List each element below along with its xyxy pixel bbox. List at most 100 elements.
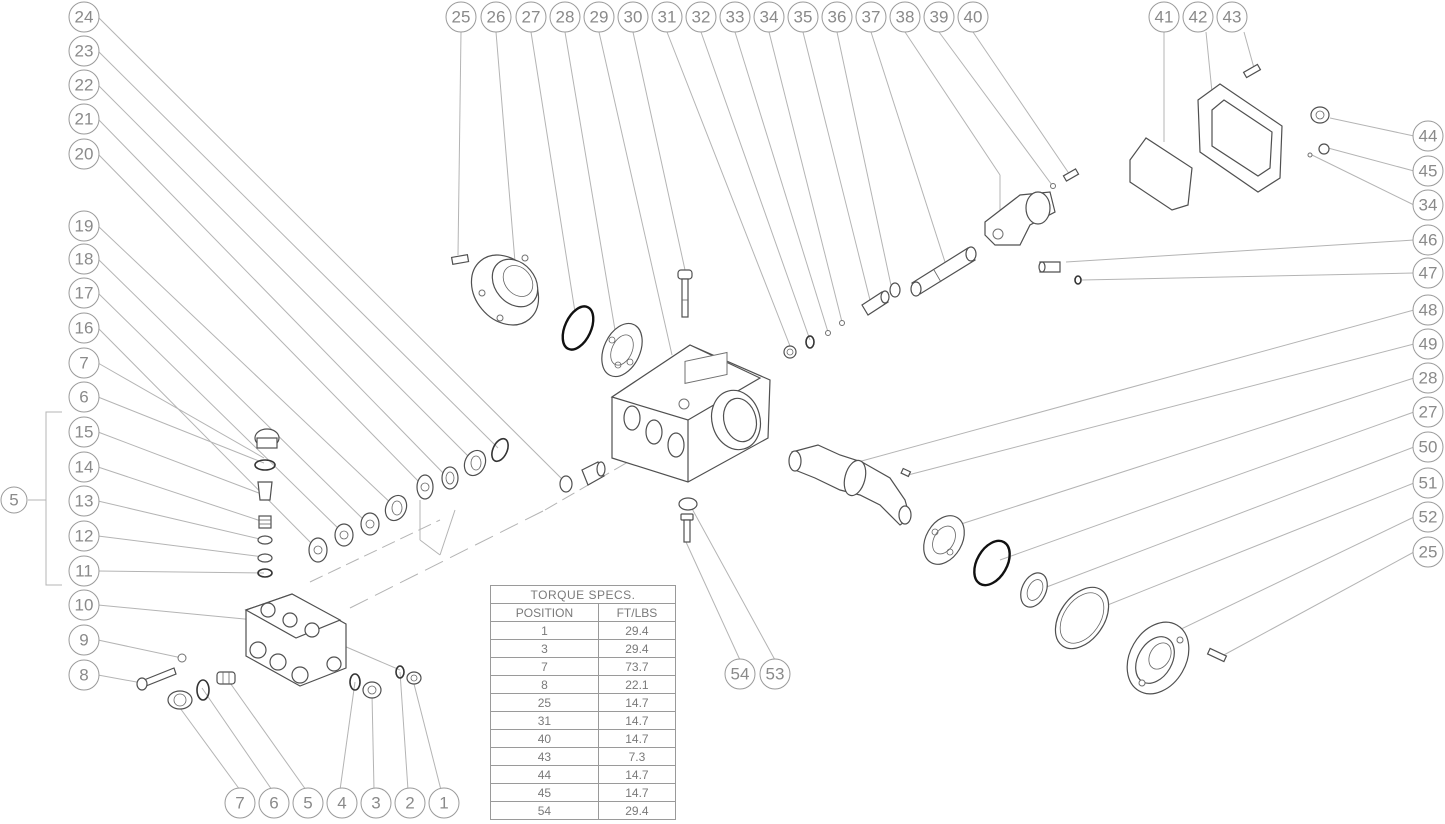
o-ring-4: [349, 673, 361, 691]
cell-position: 31: [490, 711, 599, 730]
svg-text:7: 7: [79, 354, 88, 373]
o-ring-2: [395, 665, 405, 679]
washer-9: [177, 653, 187, 663]
callout-39: 39: [923, 1, 955, 33]
callout-54: 54: [724, 658, 756, 690]
bolt-43: [1242, 63, 1262, 79]
callout-4: 4: [326, 787, 358, 819]
bolt-8: [136, 667, 177, 691]
washer-33: [825, 330, 831, 336]
svg-text:24: 24: [75, 8, 94, 27]
callout-25-right: 25: [1412, 536, 1444, 568]
svg-text:30: 30: [624, 8, 643, 27]
plug-3: [362, 681, 382, 699]
cell-value: 29.4: [597, 621, 677, 640]
svg-text:31: 31: [658, 8, 677, 27]
callout-43: 43: [1216, 1, 1248, 33]
washer-34b: [1307, 152, 1313, 158]
cell-position: 54: [490, 801, 599, 820]
svg-text:41: 41: [1155, 8, 1174, 27]
callout-18: 18: [68, 243, 100, 275]
svg-text:17: 17: [75, 284, 94, 303]
svg-text:42: 42: [1189, 8, 1208, 27]
svg-text:20: 20: [75, 145, 94, 164]
callout-6-left: 6: [68, 381, 100, 413]
callout-40: 40: [957, 1, 989, 33]
ring-32: [805, 335, 815, 349]
callout-35: 35: [787, 1, 819, 33]
svg-text:40: 40: [964, 8, 983, 27]
svg-text:47: 47: [1419, 264, 1438, 283]
svg-text:7: 7: [235, 794, 244, 813]
valve-cage-15: [257, 481, 273, 501]
svg-text:29: 29: [590, 8, 609, 27]
callout-20: 20: [68, 138, 100, 170]
valve-13: [257, 535, 273, 545]
callout-13: 13: [68, 485, 100, 517]
gasket-41: [1129, 137, 1193, 211]
callout-49: 49: [1412, 328, 1444, 360]
callouts-top-right: 41 42 43: [1148, 1, 1248, 33]
o-ring-6-bottom: [196, 679, 210, 701]
bolt-25-right: [1206, 647, 1228, 663]
callouts-top-row: 25 26 27 28 29 30 31 32 33 34 35 36 37 3…: [445, 1, 989, 33]
svg-text:9: 9: [79, 631, 88, 650]
cell-position: 8: [490, 675, 599, 694]
callout-28-right: 28: [1412, 362, 1444, 394]
svg-text:4: 4: [337, 794, 346, 813]
callout-3: 3: [360, 787, 392, 819]
svg-text:26: 26: [487, 8, 506, 27]
svg-text:5: 5: [303, 794, 312, 813]
sleeve-35: [861, 290, 890, 316]
callout-33: 33: [719, 1, 751, 33]
svg-text:46: 46: [1419, 231, 1438, 250]
ring-16: [334, 523, 354, 547]
svg-text:13: 13: [75, 492, 94, 511]
plug-7-bottom: [167, 690, 193, 710]
cell-position: 7: [490, 657, 599, 676]
cell-position: 45: [490, 783, 599, 802]
callout-30: 30: [617, 1, 649, 33]
bolt-54: [680, 513, 694, 543]
cell-position: 43: [490, 747, 599, 766]
callout-8: 8: [68, 659, 100, 691]
callout-6-bottom: 6: [258, 787, 290, 819]
callout-32: 32: [685, 1, 717, 33]
bearing-cover-26: [470, 254, 540, 326]
svg-text:23: 23: [75, 42, 94, 61]
callout-38: 38: [889, 1, 921, 33]
cell-value: 29.4: [597, 639, 677, 658]
callout-46: 46: [1412, 224, 1444, 256]
cell-position: 3: [490, 639, 599, 658]
o-ring-27: [561, 305, 595, 351]
sleeve-23: [581, 461, 606, 486]
cell-position: 25: [490, 693, 599, 712]
washer-34: [839, 320, 845, 326]
ring-47: [1074, 275, 1082, 285]
svg-text:35: 35: [794, 8, 813, 27]
callout-17: 17: [68, 277, 100, 309]
svg-text:52: 52: [1419, 508, 1438, 527]
o-ring-11: [257, 568, 273, 578]
svg-text:25: 25: [452, 8, 471, 27]
svg-text:48: 48: [1419, 301, 1438, 320]
o-ring-27-right: [973, 539, 1011, 587]
plug-1: [406, 671, 422, 685]
table-title-row: TORQUE SPECS.: [490, 585, 676, 604]
pump-parts: [136, 63, 1330, 710]
plunger-37: [910, 246, 977, 297]
crankshaft-48: [788, 444, 912, 526]
cell-value: 14.7: [597, 693, 677, 712]
callout-24: 24: [68, 1, 100, 33]
washer-39: [1050, 183, 1056, 189]
cell-value: 22.1: [597, 675, 677, 694]
svg-text:34: 34: [1419, 196, 1438, 215]
